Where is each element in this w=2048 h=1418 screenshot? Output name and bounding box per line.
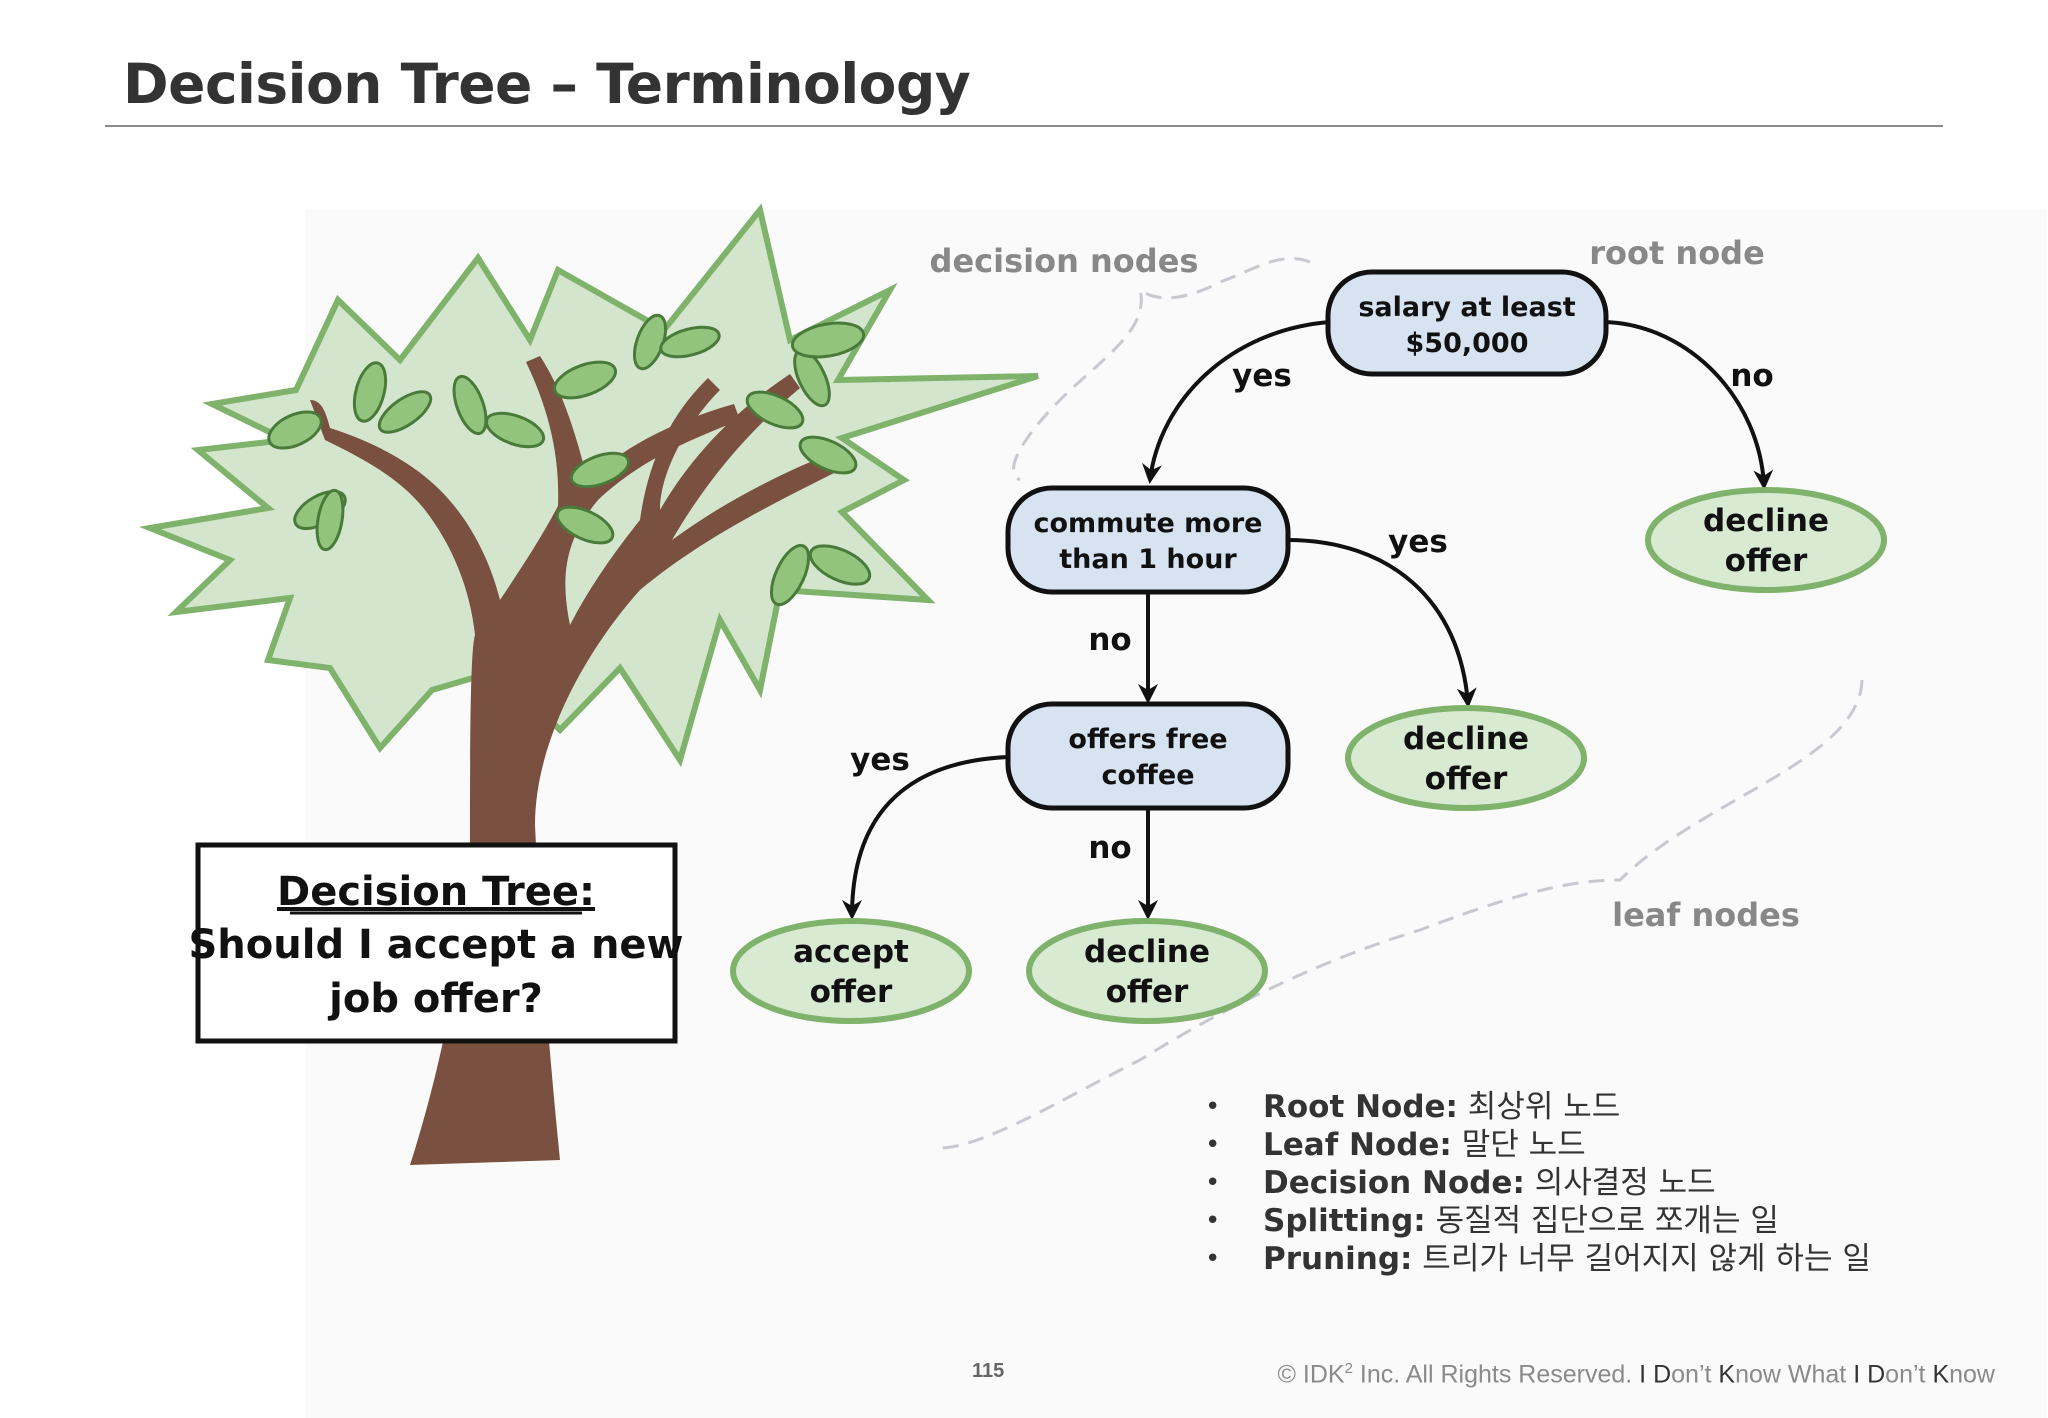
leaf-decline-1: decline offer (1645, 487, 1887, 593)
slogan-part: on’t (1885, 1360, 1933, 1389)
edge-label-root-yes: yes (1232, 358, 1292, 394)
slogan-part: now (1949, 1360, 1995, 1389)
copyright-superscript: 2 (1344, 1360, 1353, 1377)
leaf-accept-line-1: accept (793, 934, 909, 970)
edge-label-commute-yes: yes (1388, 524, 1448, 560)
slogan-part: D (1653, 1360, 1672, 1389)
edge-root-yes (1142, 320, 1331, 484)
decision-nodes-label: decision nodes (930, 242, 1199, 280)
term-splitting: Splitting: 동질적 집단으로 쪼개는 일 (1205, 1202, 1871, 1240)
term-description: 동질적 집단으로 쪼개는 일 (1435, 1203, 1779, 1239)
sign-heading: Decision Tree: (277, 869, 595, 915)
page-title: Decision Tree – Terminology (123, 52, 971, 116)
edge-label-coffee-yes: yes (850, 742, 910, 778)
page-number: 115 (972, 1360, 1005, 1382)
footer-copyright: © IDK2 Inc. All Rights Reserved. I Don’t… (1278, 1360, 1995, 1389)
leaf-decline-3-line-2: offer (1106, 974, 1189, 1010)
copyright-text: © IDK (1277, 1360, 1345, 1389)
term-leaf-node: Leaf Node: 말단 노드 (1205, 1126, 1871, 1164)
term-decision-node: Decision Node: 의사결정 노드 (1205, 1164, 1871, 1202)
decision-nodes-dash (1012, 257, 1311, 482)
node-commute: commute more than 1 hour (1005, 485, 1291, 595)
tree-illustration (138, 203, 1039, 1165)
term-description: 최상위 노드 (1467, 1089, 1621, 1125)
question-sign: Decision Tree: Should I accept a new job… (188, 842, 684, 1044)
edge-root-no (1604, 320, 1774, 490)
leaf-decline-3-line-1: decline (1084, 934, 1210, 970)
edge-label-coffee-no: no (1088, 830, 1131, 866)
node-commute-line-2: than 1 hour (1059, 544, 1237, 575)
leaf-decline-3: decline offer (1026, 918, 1268, 1024)
sign-line-1: Should I accept a new (188, 922, 683, 968)
term-description: 의사결정 노드 (1534, 1165, 1716, 1201)
leaf-decline-1-line-2: offer (1725, 543, 1808, 579)
leaf-accept-line-2: offer (810, 974, 893, 1010)
slogan-part: on’t (1671, 1360, 1719, 1389)
callout-dashes (935, 257, 1864, 1150)
slogan-part: now What (1735, 1360, 1854, 1389)
leaf-nodes-label: leaf nodes (1612, 896, 1800, 934)
term-pruning: Pruning: 트리가 너무 길어지지 않게 하는 일 (1205, 1240, 1871, 1278)
root-node-label: root node (1589, 234, 1765, 272)
edge-label-commute-no: no (1088, 622, 1131, 658)
leaf-nodes-dash (935, 679, 1864, 1150)
edge-commute-yes (1286, 538, 1477, 708)
slogan-part: I (1639, 1360, 1647, 1389)
node-coffee-line-2: coffee (1101, 760, 1194, 791)
company-text: Inc. All Rights Reserved. (1352, 1360, 1640, 1389)
node-root: salary at least $50,000 (1325, 269, 1609, 377)
leaf-decline-2-line-1: decline (1403, 721, 1529, 757)
slogan-part: I (1853, 1360, 1861, 1389)
leaf-decline-2: decline offer (1345, 705, 1587, 811)
term-description: 말단 노드 (1461, 1127, 1586, 1163)
term-label: Decision Node: (1263, 1165, 1525, 1201)
term-description: 트리가 너무 길어지지 않게 하는 일 (1422, 1241, 1871, 1277)
term-label: Root Node: (1263, 1089, 1458, 1125)
slogan-part: K (1932, 1360, 1950, 1389)
term-root-node: Root Node: 최상위 노드 (1205, 1088, 1871, 1126)
node-coffee: offers free coffee (1005, 701, 1291, 811)
leaf-decline-1-line-1: decline (1703, 503, 1829, 539)
leaf-decline-2-line-2: offer (1425, 761, 1508, 797)
terminology-list: Root Node: 최상위 노드 Leaf Node: 말단 노드 Decis… (1205, 1088, 1871, 1278)
tree-edges (842, 320, 1774, 920)
edge-coffee-yes (842, 755, 1009, 920)
node-coffee-line-1: offers free (1068, 724, 1227, 755)
title-divider (105, 125, 1943, 127)
tree-leaves (267, 313, 872, 607)
edge-label-root-no: no (1730, 358, 1773, 394)
slogan-part: K (1718, 1360, 1736, 1389)
slogan-part: D (1867, 1360, 1886, 1389)
leaf-accept: accept offer (730, 918, 972, 1024)
sign-line-2: job offer? (327, 976, 543, 1022)
node-root-line-2: $50,000 (1406, 328, 1529, 359)
term-label: Leaf Node: (1263, 1127, 1452, 1163)
term-label: Pruning: (1263, 1241, 1413, 1277)
node-root-line-1: salary at least (1358, 292, 1575, 323)
node-commute-line-1: commute more (1034, 508, 1263, 539)
term-label: Splitting: (1263, 1203, 1426, 1239)
